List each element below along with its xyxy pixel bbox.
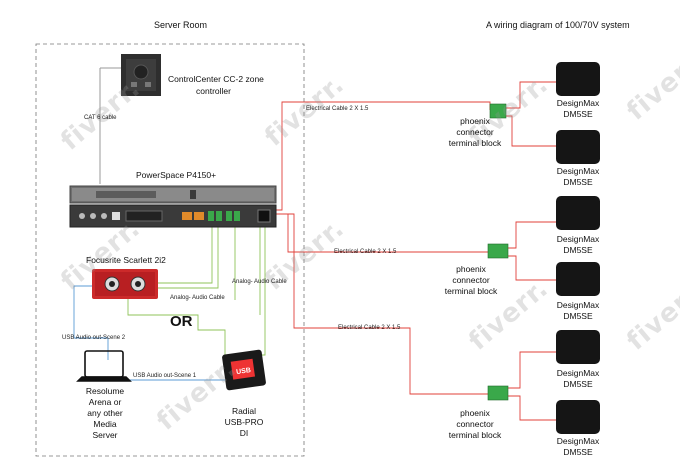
radial-di-device: USB (222, 349, 266, 391)
cat6-cable-line (99, 67, 125, 184)
powerspace-amplifier (69, 185, 277, 228)
speaker-label-5: DesignMax DM5SE (550, 368, 606, 390)
speaker-label-2: DesignMax DM5SE (550, 166, 606, 188)
phoenix-label-2: phoenix connector terminal block (436, 264, 506, 297)
or-label: OR (170, 313, 193, 330)
cat6-cable-label: CAT 6 cable (84, 115, 117, 121)
speaker-submodel: DM5SE (563, 109, 593, 119)
analog-cable-label-2: Analog- Audio Cable (170, 295, 225, 301)
phoenix-line: phoenix (460, 116, 490, 126)
speaker-label-4: DesignMax DM5SE (550, 300, 606, 322)
phoenix-label-3: phoenix connector terminal block (440, 408, 510, 441)
resolume-line: Media (93, 419, 117, 429)
laptop-device (76, 350, 132, 382)
resolume-line: Arena or (88, 397, 122, 407)
phoenix-line: connector (456, 127, 494, 137)
speaker-model: DesignMax (556, 166, 600, 176)
speaker-label-6: DesignMax DM5SE (550, 436, 606, 458)
powerspace-label: PowerSpace P4150+ (136, 170, 217, 180)
terminal-blocks (487, 103, 509, 401)
radial-line: USB-PRO (224, 417, 264, 427)
resolume-line: any other (87, 408, 123, 418)
resolume-label: Resolume Arena or any other Media Server (80, 386, 130, 441)
focusrite-device (92, 269, 158, 299)
usb-scene2-label: USB Audio out-Scene 2 (62, 335, 126, 341)
speaker-submodel: DM5SE (563, 311, 593, 321)
wiring-diagram-title: A wiring diagram of 100/70V system (486, 20, 630, 30)
resolume-line: Resolume (85, 386, 125, 396)
phoenix-line: terminal block (448, 138, 502, 148)
speaker-model: DesignMax (556, 436, 600, 446)
server-room-title: Server Room (154, 20, 208, 30)
controlcenter-label-line2: controller (196, 86, 231, 96)
radial-label: Radial USB-PRO DI (222, 406, 266, 439)
electrical-cable-label-2: Electrical Cable 2 X 1.5 (334, 249, 397, 255)
focusrite-label: Focusrite Scarlett 2i2 (86, 255, 166, 265)
speaker-model: DesignMax (556, 234, 600, 244)
speaker-model: DesignMax (556, 300, 600, 310)
phoenix-line: terminal block (448, 430, 502, 440)
phoenix-label-1: phoenix connector terminal block (440, 116, 510, 149)
speaker-submodel: DM5SE (563, 245, 593, 255)
resolume-line: Server (92, 430, 118, 440)
electrical-cable-label-3: Electrical Cable 2 X 1.5 (338, 325, 401, 331)
phoenix-line: terminal block (444, 286, 498, 296)
controlcenter-label-line1: ControlCenter CC-2 zone (168, 74, 264, 84)
usb-scene1-label: USB Audio out-Scene 1 (133, 373, 197, 379)
speaker-submodel: DM5SE (563, 177, 593, 187)
speaker-model: DesignMax (556, 98, 600, 108)
speaker-model: DesignMax (556, 368, 600, 378)
speaker-label-3: DesignMax DM5SE (550, 234, 606, 256)
speaker-submodel: DM5SE (563, 447, 593, 457)
radial-line: Radial (231, 406, 257, 416)
usb-cables (73, 285, 225, 381)
phoenix-line: phoenix (460, 408, 490, 418)
speaker-wires (264, 81, 556, 421)
radial-line: DI (239, 428, 249, 438)
speaker-label-1: DesignMax DM5SE (550, 98, 606, 120)
server-room-boundary (35, 43, 305, 457)
phoenix-line: phoenix (456, 264, 486, 274)
electrical-cable-label-1: Electrical Cable 2 X 1.5 (306, 106, 369, 112)
phoenix-line: connector (452, 275, 490, 285)
speakers (556, 62, 600, 434)
svg-text:USB: USB (236, 367, 252, 376)
speaker-submodel: DM5SE (563, 379, 593, 389)
phoenix-line: connector (456, 419, 494, 429)
analog-cable-label-1: Analog- Audio Cable (232, 279, 287, 285)
analog-audio-cables (127, 225, 266, 356)
controlcenter-device (121, 54, 161, 96)
